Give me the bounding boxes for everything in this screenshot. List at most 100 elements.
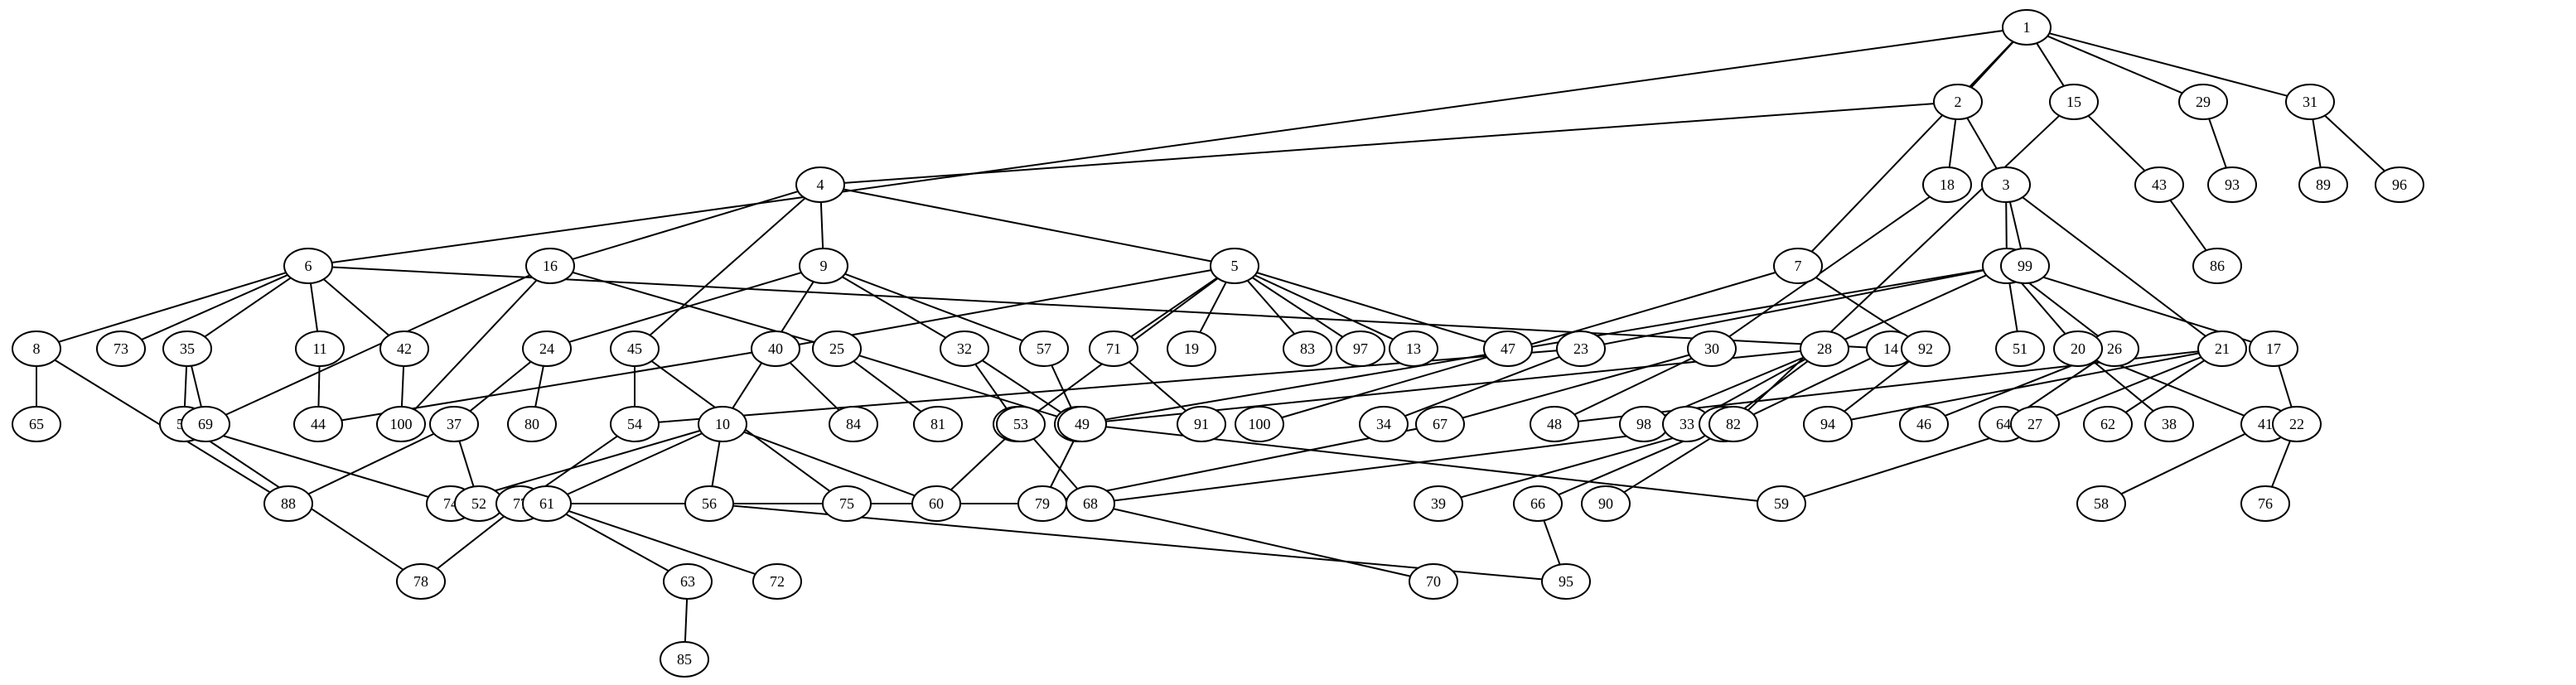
- node-81[interactable]: 81: [913, 406, 963, 442]
- node-40[interactable]: 40: [751, 330, 800, 367]
- node-33[interactable]: 33: [1662, 406, 1712, 442]
- node-14[interactable]: 14: [1866, 330, 1916, 367]
- node-label: 20: [2071, 340, 2085, 357]
- node-54[interactable]: 54: [610, 406, 660, 442]
- node-97[interactable]: 97: [1336, 330, 1385, 367]
- node-69[interactable]: 69: [181, 406, 230, 442]
- node-46[interactable]: 46: [1899, 406, 1949, 442]
- node-68[interactable]: 68: [1066, 485, 1115, 522]
- edge-15-82: [1747, 114, 2061, 412]
- node-47[interactable]: 47: [1483, 330, 1533, 367]
- node-45[interactable]: 45: [610, 330, 660, 367]
- node-100b[interactable]: 100: [1235, 406, 1284, 442]
- node-79[interactable]: 79: [1017, 485, 1067, 522]
- node-60[interactable]: 60: [911, 485, 961, 522]
- edge-5-71: [1130, 277, 1218, 338]
- node-26[interactable]: 26: [2090, 330, 2139, 367]
- node-25[interactable]: 25: [812, 330, 862, 367]
- node-31[interactable]: 31: [2285, 84, 2335, 120]
- node-24[interactable]: 24: [522, 330, 572, 367]
- node-80[interactable]: 80: [507, 406, 557, 442]
- node-71[interactable]: 71: [1089, 330, 1138, 367]
- node-51[interactable]: 51: [1995, 330, 2045, 367]
- node-3[interactable]: 3: [1981, 166, 2031, 203]
- node-11[interactable]: 11: [295, 330, 345, 367]
- node-9[interactable]: 9: [799, 248, 848, 284]
- node-88[interactable]: 88: [263, 485, 313, 522]
- node-56[interactable]: 56: [684, 485, 734, 522]
- node-58[interactable]: 58: [2076, 485, 2126, 522]
- node-90[interactable]: 90: [1581, 485, 1631, 522]
- node-62[interactable]: 62: [2083, 406, 2133, 442]
- node-72[interactable]: 72: [752, 563, 802, 600]
- node-28[interactable]: 28: [1800, 330, 1849, 367]
- node-44[interactable]: 44: [293, 406, 343, 442]
- node-label: 64: [1996, 416, 2011, 432]
- node-99[interactable]: 99: [2000, 248, 2050, 284]
- node-49[interactable]: 49: [1057, 406, 1107, 442]
- node-7[interactable]: 7: [1773, 248, 1823, 284]
- node-2[interactable]: 2: [1933, 84, 1983, 120]
- node-17[interactable]: 17: [2249, 330, 2298, 367]
- node-65[interactable]: 65: [12, 406, 61, 442]
- node-29[interactable]: 29: [2178, 84, 2228, 120]
- node-16[interactable]: 16: [525, 248, 575, 284]
- node-6[interactable]: 6: [283, 248, 333, 284]
- node-32[interactable]: 32: [940, 330, 989, 367]
- node-59[interactable]: 59: [1757, 485, 1806, 522]
- node-92[interactable]: 92: [1901, 330, 1950, 367]
- node-ellipse: [2076, 485, 2126, 522]
- node-19[interactable]: 19: [1167, 330, 1216, 367]
- node-75[interactable]: 75: [822, 485, 872, 522]
- node-82[interactable]: 82: [1708, 406, 1758, 442]
- node-37[interactable]: 37: [429, 406, 479, 442]
- node-42[interactable]: 42: [379, 330, 429, 367]
- node-95[interactable]: 95: [1541, 563, 1591, 600]
- node-13[interactable]: 13: [1389, 330, 1438, 367]
- edge-37-52: [458, 441, 475, 487]
- node-100[interactable]: 100: [376, 406, 426, 442]
- node-61[interactable]: 61: [522, 485, 572, 522]
- node-70[interactable]: 70: [1409, 563, 1458, 600]
- node-39[interactable]: 39: [1414, 485, 1463, 522]
- node-96[interactable]: 96: [2375, 166, 2424, 203]
- node-83[interactable]: 83: [1283, 330, 1332, 367]
- node-43[interactable]: 43: [2134, 166, 2184, 203]
- node-57[interactable]: 57: [1019, 330, 1069, 367]
- node-53[interactable]: 53: [996, 406, 1046, 442]
- node-34[interactable]: 34: [1359, 406, 1409, 442]
- node-84[interactable]: 84: [829, 406, 878, 442]
- node-35[interactable]: 35: [162, 330, 212, 367]
- node-67[interactable]: 67: [1415, 406, 1465, 442]
- node-8[interactable]: 8: [12, 330, 61, 367]
- node-1[interactable]: 1: [2002, 9, 2052, 46]
- node-ellipse: [1899, 406, 1949, 442]
- node-ellipse: [684, 485, 734, 522]
- node-89[interactable]: 89: [2298, 166, 2348, 203]
- node-91[interactable]: 91: [1177, 406, 1226, 442]
- node-20[interactable]: 20: [2053, 330, 2103, 367]
- node-30[interactable]: 30: [1687, 330, 1737, 367]
- node-label: 47: [1501, 340, 1515, 357]
- node-22[interactable]: 22: [2272, 406, 2322, 442]
- node-86[interactable]: 86: [2192, 248, 2242, 284]
- node-73[interactable]: 73: [96, 330, 146, 367]
- node-93[interactable]: 93: [2207, 166, 2257, 203]
- node-78[interactable]: 78: [396, 563, 446, 600]
- node-38[interactable]: 38: [2144, 406, 2194, 442]
- node-21[interactable]: 21: [2197, 330, 2247, 367]
- node-18[interactable]: 18: [1922, 166, 1972, 203]
- node-10[interactable]: 10: [698, 406, 747, 442]
- node-63[interactable]: 63: [663, 563, 713, 600]
- node-66[interactable]: 66: [1513, 485, 1563, 522]
- node-15[interactable]: 15: [2049, 84, 2099, 120]
- node-94[interactable]: 94: [1803, 406, 1853, 442]
- node-85[interactable]: 85: [660, 641, 709, 678]
- node-98[interactable]: 98: [1619, 406, 1669, 442]
- node-23[interactable]: 23: [1556, 330, 1606, 367]
- node-5[interactable]: 5: [1210, 248, 1259, 284]
- node-48[interactable]: 48: [1530, 406, 1579, 442]
- node-76[interactable]: 76: [2240, 485, 2290, 522]
- node-4[interactable]: 4: [795, 166, 845, 203]
- node-27[interactable]: 27: [2010, 406, 2060, 442]
